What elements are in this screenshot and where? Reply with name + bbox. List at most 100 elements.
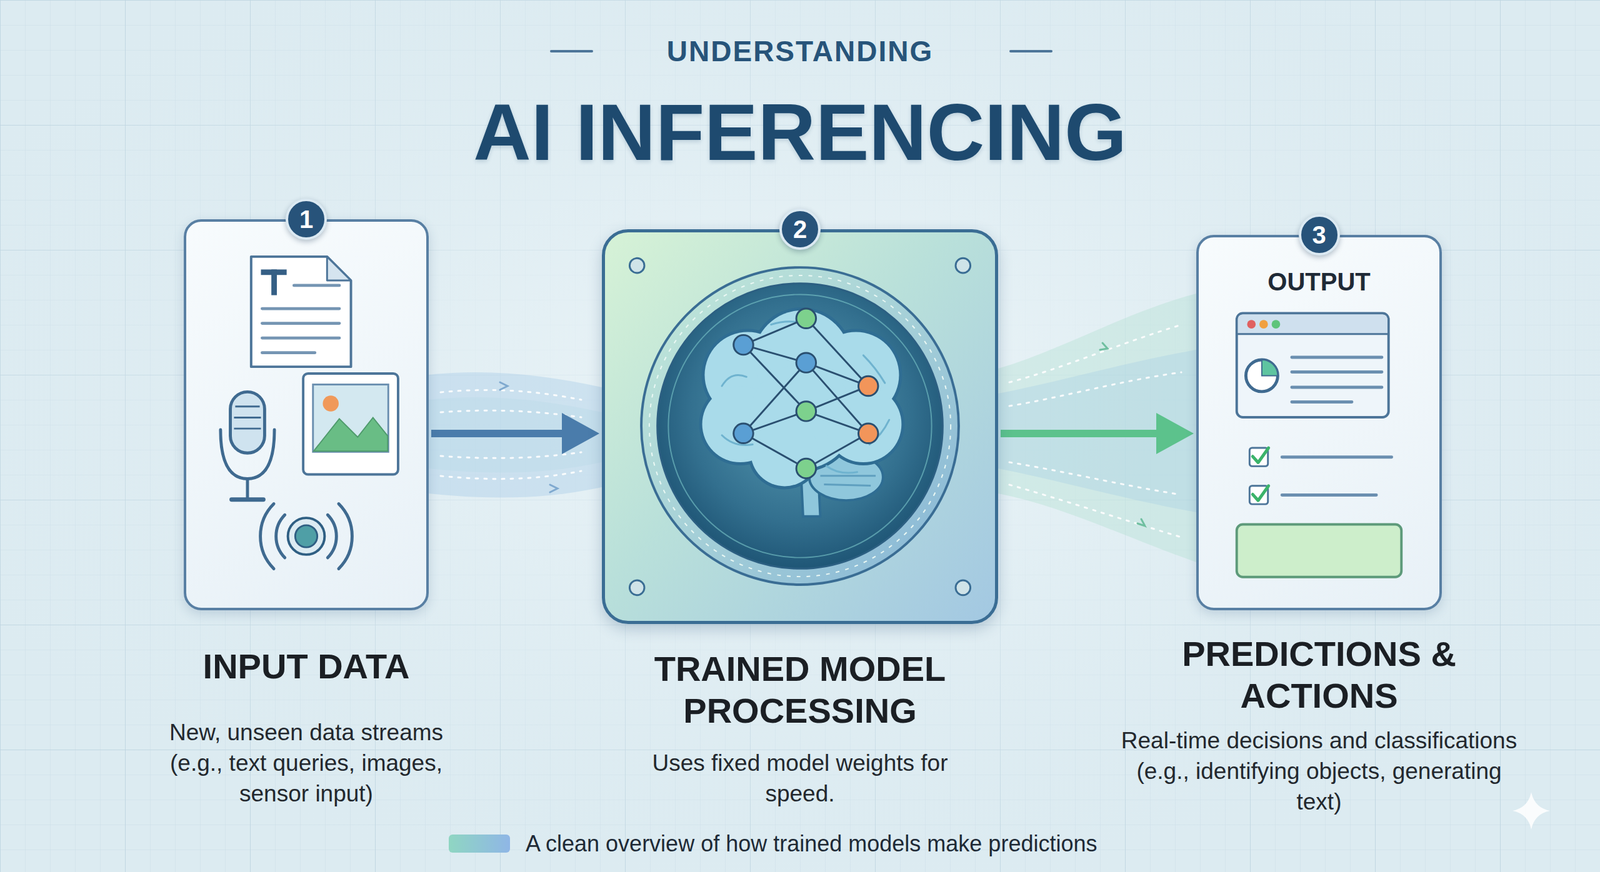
checklist-icon (1281, 455, 1392, 459)
data-stream (428, 397, 602, 473)
core-ring (649, 275, 951, 577)
checklist-icon (1249, 448, 1392, 505)
data-stream (440, 452, 582, 459)
window-icon (1236, 313, 1389, 418)
checklist-icon (1249, 448, 1268, 467)
subtitle: UNDERSTANDING (0, 36, 1600, 66)
data-stream (440, 410, 582, 418)
checklist-icon (1281, 493, 1377, 497)
legend-swatch (448, 835, 510, 854)
panel-description: New, unseen data streams (e.g., text que… (143, 717, 469, 810)
title-rule (1010, 50, 1052, 53)
document-icon (251, 256, 352, 367)
panel-screw (955, 580, 971, 596)
data-stream (550, 485, 558, 493)
sensor-icon (260, 504, 353, 570)
network-graph (743, 363, 806, 434)
data-stream (428, 372, 602, 498)
network-graph (743, 345, 806, 412)
panel-heading: INPUT DATA (143, 645, 469, 688)
sparkle-mark (1512, 792, 1550, 830)
image-icon (303, 373, 399, 475)
network-graph (733, 308, 879, 479)
brain-illustration (823, 485, 871, 487)
result-stream (998, 350, 1197, 513)
result-stream (998, 293, 1197, 563)
microphone-icon (233, 406, 261, 429)
model-illustration (605, 232, 995, 622)
panel-screw (955, 258, 971, 274)
network-graph (796, 308, 816, 329)
sensor-icon (288, 518, 325, 555)
sparkle-mark (1512, 792, 1550, 830)
result-stream (1009, 372, 1182, 407)
core-ring (641, 267, 959, 585)
flow-arrow (1000, 430, 1162, 438)
button-icon (1236, 524, 1402, 577)
sensor-icon (295, 525, 317, 548)
network-graph (733, 423, 754, 444)
network-graph (733, 335, 754, 355)
brain-illustration (820, 475, 876, 477)
panel-description: Real-time decisions and classifications … (1119, 725, 1520, 818)
data-stream (428, 372, 602, 498)
sensor-icon (260, 504, 353, 570)
input-panel: 1INPUT DATANew, unseen data streams (e.g… (183, 219, 429, 611)
network-graph (858, 376, 878, 396)
window-icon (1238, 314, 1388, 334)
window-icon (1236, 313, 1389, 418)
sensor-icon (276, 515, 285, 559)
network-graph (796, 458, 816, 479)
window-icon (1291, 356, 1382, 360)
result-stream (1009, 485, 1182, 538)
image-icon (313, 385, 389, 453)
document-icon (261, 285, 339, 354)
image-icon (313, 417, 389, 452)
brain-illustration (699, 307, 905, 517)
callout-number: 1 (285, 198, 327, 240)
model-panel: 2TRAINED MODEL PROCESSINGUses fixed mode… (601, 229, 999, 625)
data-stream (440, 471, 582, 480)
brain-illustration (826, 466, 857, 474)
callout-number: 3 (1298, 214, 1340, 256)
window-icon (1291, 370, 1382, 374)
window-icon (1259, 320, 1269, 329)
document-icon (261, 351, 315, 355)
microphone-icon (233, 416, 261, 419)
brain-illustration (750, 418, 819, 487)
panel-screw (629, 580, 645, 596)
checklist-icon (1252, 486, 1269, 502)
window-icon (1291, 357, 1382, 403)
result-stream (1100, 343, 1108, 350)
legend-text: A clean overview of how trained models m… (525, 830, 1097, 858)
window-icon (1291, 400, 1352, 404)
brain-illustration (721, 321, 890, 474)
checklist-icon (1249, 486, 1268, 505)
brain-illustration (699, 307, 905, 490)
image-icon (303, 373, 399, 475)
data-stream (500, 382, 508, 390)
microphone-icon (246, 478, 250, 499)
image-icon (322, 395, 339, 412)
data-stream (440, 390, 582, 400)
window-icon (1261, 360, 1278, 376)
brain-illustration (702, 310, 902, 487)
sensor-icon (327, 515, 337, 559)
network-graph (806, 363, 869, 434)
network-graph (858, 423, 878, 444)
checklist-icon (1281, 457, 1392, 496)
microphone-icon (220, 391, 275, 500)
title-rule (551, 50, 592, 53)
network-graph (796, 401, 816, 422)
document-icon (261, 307, 339, 311)
document-icon (251, 256, 352, 367)
core-ring (668, 294, 932, 558)
panel-screw (629, 258, 645, 274)
result-stream (998, 293, 1197, 563)
panel-heading: TRAINED MODEL PROCESSING (612, 648, 988, 732)
microphone-icon (231, 497, 264, 502)
